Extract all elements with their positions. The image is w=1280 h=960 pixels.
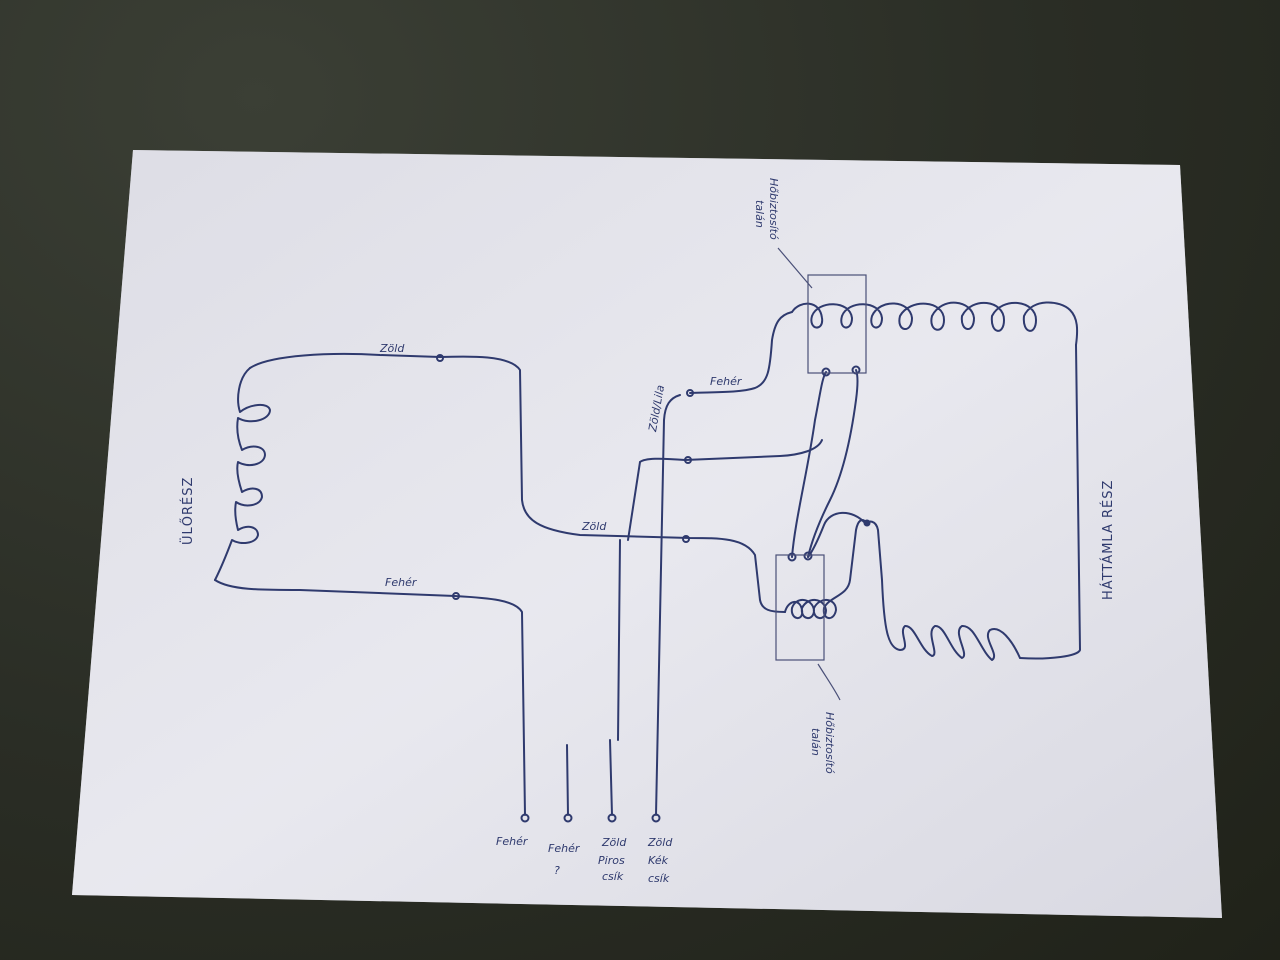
terminal-3-line2: Piros	[598, 854, 625, 867]
terminal-4-line1: Zöld	[647, 836, 673, 849]
terminal-1-label: Fehér	[496, 835, 529, 848]
terminal-3-line3: csík	[602, 870, 624, 883]
feed-wires	[566, 394, 823, 816]
label-thermostat-top-1: Hőbiztosító	[767, 178, 780, 240]
terminal-4-line2: Kék	[648, 854, 669, 867]
label-thermostat-bottom-1: Hőbiztosító	[823, 712, 836, 774]
label-thermostat-top-2: talán	[753, 200, 766, 228]
terminal-4-line3: csík	[648, 872, 670, 885]
label-top-white: Fehér	[710, 375, 743, 388]
node-mid-upper	[684, 456, 692, 464]
label-backrest-section: HÁTTÁMLA RÉSZ	[1100, 480, 1116, 600]
terminal-2-label: Fehér	[548, 842, 581, 855]
node-white-seat	[452, 592, 460, 600]
node-thermo-top-left	[821, 367, 831, 377]
label-thermostat-bottom-2: talán	[809, 728, 822, 756]
terminal-1-pin	[520, 813, 530, 823]
terminal-3-pin	[607, 813, 617, 823]
label-top-green: Zöld	[379, 342, 405, 355]
terminal-labels: Fehér Fehér ? Zöld Piros csík Zöld Kék c…	[496, 835, 673, 885]
node-thermo-bottom-right	[803, 551, 813, 561]
label-seat-white: Fehér	[385, 576, 418, 589]
node-mid-green	[682, 535, 690, 543]
terminal-4-pin	[651, 813, 661, 823]
thermostat-top-box	[807, 274, 867, 374]
terminal-2-pin	[563, 813, 573, 823]
node-thermo-bottom-left	[787, 552, 797, 562]
thermostat-bottom-box	[775, 554, 825, 661]
paper-shade	[72, 150, 1222, 918]
terminal-3-line1: Zöld	[601, 836, 627, 849]
seat-heater-circuit	[214, 352, 786, 816]
terminal-2-question: ?	[554, 864, 560, 877]
label-seat-section: ÜLŐRÉSZ	[179, 477, 196, 545]
label-middle-green: Zöld	[581, 520, 607, 533]
node-green-top	[436, 354, 444, 362]
thermostat-top-pointer	[777, 247, 813, 289]
thermostat-bottom-pointer	[817, 663, 841, 701]
node-backrest-return	[863, 519, 871, 527]
backrest-heater-circuit	[689, 301, 1081, 661]
